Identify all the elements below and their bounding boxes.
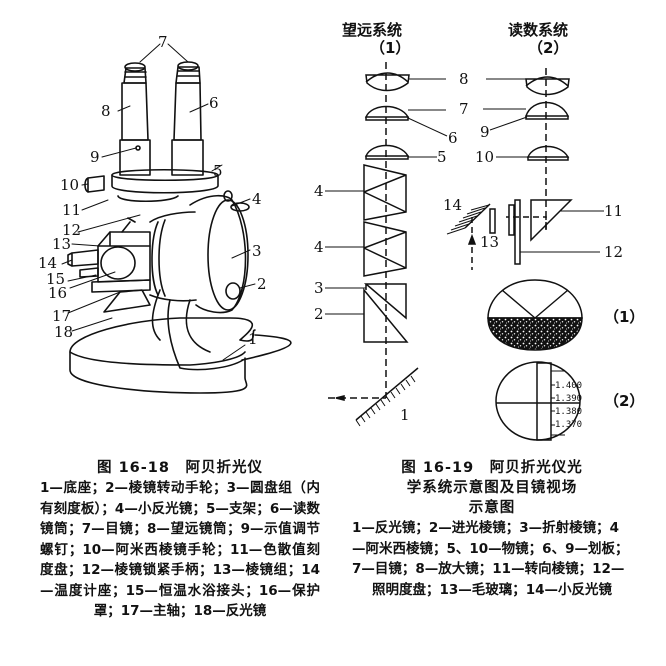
entrance-prism (363, 287, 409, 343)
telescope-system-title: 望远系统 (342, 21, 402, 39)
part-label-7: 7 (158, 33, 168, 51)
optic-label-5: 5 (437, 148, 447, 166)
optic-label-2: 2 (314, 305, 324, 323)
part-label-15: 15 (46, 270, 65, 288)
magnifier-lens-left (365, 72, 410, 92)
part-label-4: 4 (252, 190, 262, 208)
optic-label-3: 3 (314, 279, 324, 297)
part-label-16: 16 (48, 284, 67, 302)
refractometer-drawing (61, 43, 292, 394)
eyepiece-lens-right (524, 101, 570, 120)
refracting-prism (363, 283, 407, 320)
part-label-10: 10 (60, 176, 79, 194)
optic-label-9: 9 (480, 123, 490, 141)
optic-label-6: 6 (448, 129, 458, 147)
amici-prism-lower (363, 221, 407, 277)
stand-pillar (151, 289, 244, 371)
part-label-14: 14 (38, 254, 57, 272)
small-reflector (464, 203, 491, 229)
part-label-12: 12 (62, 221, 81, 239)
telescope-system-sub: （1） (370, 39, 410, 57)
view-1-label: （1） (604, 308, 644, 326)
figure-16-18-title: 图 16-18 阿贝折光仪 (97, 460, 263, 476)
part-label-11: 11 (62, 201, 81, 219)
figure-16-19-legend: 1—反光镜；2—进光棱镜；3—折射棱镜；4—阿米西棱镜；5、10—物镜；6、9—… (352, 520, 629, 598)
disk-group (149, 194, 249, 314)
scale-value-1380: 1.380 (555, 407, 582, 417)
figure-16-19-title-line1: 图 16-19 阿贝折光仪光 (401, 460, 583, 476)
optic-label-8: 8 (459, 70, 469, 88)
optic-label-4b: 4 (314, 238, 324, 256)
left-part-labels: 7 8 6 9 5 10 11 4 12 13 14 15 16 17 18 3… (38, 33, 267, 348)
eyepiece-lens-left (364, 105, 410, 121)
part-label-17: 17 (52, 307, 71, 325)
prism-assembly (91, 217, 151, 313)
scale-value-1370: 1.370 (555, 420, 582, 430)
optic-label-7: 7 (459, 100, 469, 118)
eyepiece-field-view-2: 1.400 1.390 1.380 1.370 （2） (495, 361, 644, 441)
magnifier-lens-right (525, 76, 570, 96)
optical-system-diagram: 望远系统 （1） 读数系统 （2） (314, 21, 644, 441)
reflecting-mirror (355, 367, 419, 421)
part-label-5: 5 (213, 162, 223, 180)
part-label-2: 2 (257, 275, 267, 293)
right-part-labels: 8 7 6 9 5 10 4 4 3 2 1 11 12 13 14 (314, 70, 623, 424)
figure-16-19-title-line3: 示意图 (468, 500, 516, 516)
optic-label-1: 1 (400, 406, 410, 424)
optic-label-10: 10 (475, 148, 494, 166)
part-label-3: 3 (252, 242, 262, 260)
amici-prism-upper (363, 164, 407, 221)
figure-16-19-title-line2: 学系统示意图及目镜视场 (406, 480, 578, 496)
reading-system-title: 读数系统 (508, 21, 568, 39)
figure-16-18-caption: 图 16-18 阿贝折光仪 1—底座；2—棱镜转动手轮；3—圆盘组（内有刻度板）… (40, 458, 320, 622)
part-label-9: 9 (90, 148, 100, 166)
optic-label-12: 12 (604, 243, 623, 261)
turning-prism (530, 199, 573, 242)
optic-label-11: 11 (604, 202, 623, 220)
ground-glass (489, 208, 496, 234)
scale-value-1390: 1.390 (555, 394, 582, 404)
part-label-6: 6 (209, 94, 219, 112)
optic-label-13: 13 (480, 233, 499, 251)
part-label-13: 13 (52, 235, 71, 253)
illumination-disk (514, 199, 521, 265)
prism-rotate-knob (225, 282, 241, 300)
reading-system-sub: （2） (528, 39, 568, 57)
bracket (111, 168, 219, 202)
part-label-1: 1 (248, 330, 258, 348)
objective-lens-5 (364, 144, 410, 160)
scale-value-1400: 1.400 (555, 381, 582, 391)
optic-label-4a: 4 (314, 182, 324, 200)
objective-lens-10 (526, 145, 570, 161)
part-label-18: 18 (54, 323, 73, 341)
view-2-label: （2） (604, 392, 644, 410)
telescope-tube (119, 62, 151, 176)
optic-label-14: 14 (443, 196, 462, 214)
base (69, 317, 292, 394)
figure-16-18-legend: 1—底座；2—棱镜转动手轮；3—圆盘组（内有刻度板）；4—小反光镜；5—支架；6… (40, 480, 320, 619)
figure-16-19-caption: 图 16-19 阿贝折光仪光 学系统示意图及目镜视场 示意图 1—反光镜；2—进… (352, 458, 632, 600)
part-label-8: 8 (101, 102, 111, 120)
reading-tube (171, 61, 204, 176)
eyepiece-field-view-1: （1） (487, 279, 644, 351)
